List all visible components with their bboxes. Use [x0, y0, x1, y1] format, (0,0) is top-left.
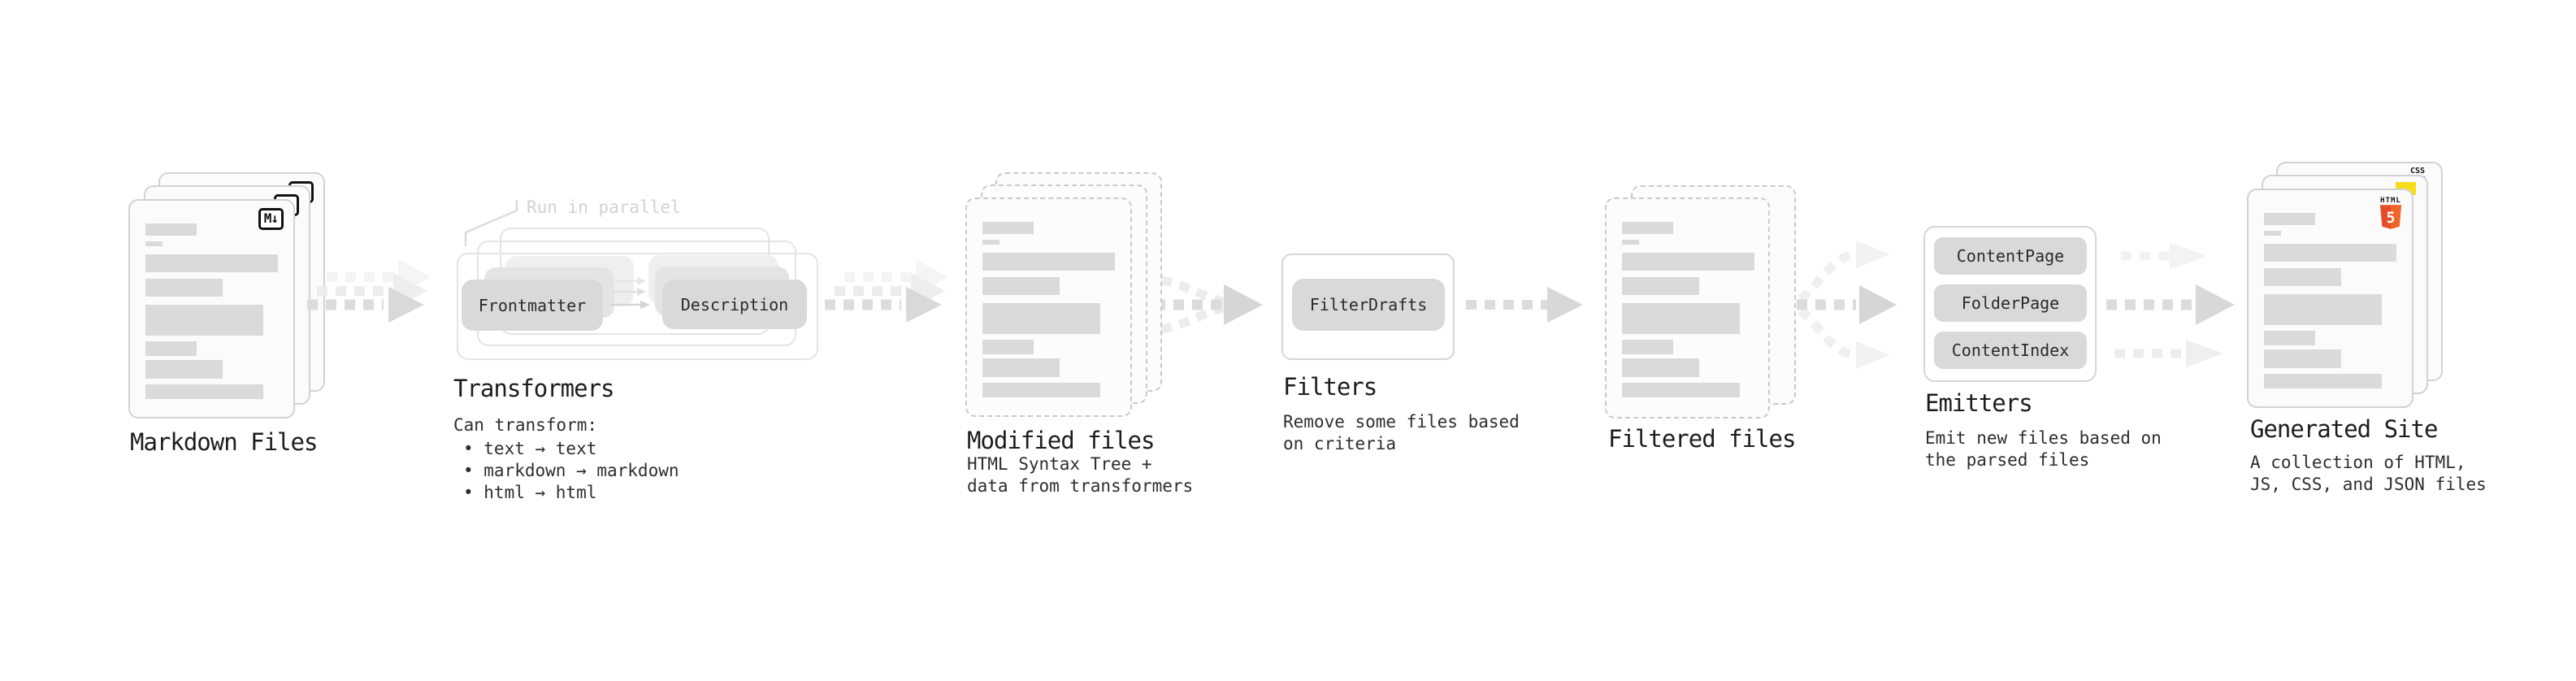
generated-site-description: JS, CSS, and JSON files: [2250, 475, 2487, 494]
skeleton-lines: [967, 199, 1130, 415]
transformers-description: Can transform:: [453, 415, 598, 435]
emitter-pill-contentindex: ContentIndex: [1934, 332, 2087, 369]
filtered-file-card-front: [1605, 197, 1770, 419]
emitters-label: Emitters: [1925, 389, 2033, 417]
markdown-files-label: Markdown Files: [130, 428, 318, 456]
filters-box: FilterDrafts: [1281, 254, 1455, 360]
markdown-badge-icon: M↓: [258, 208, 284, 230]
arrow-filtered-to-emitters: [1778, 241, 1897, 369]
modified-files-description: data from transformers: [967, 476, 1194, 496]
parallel-note: Run in parallel: [527, 197, 681, 217]
generated-site-label: Generated Site: [2250, 415, 2438, 443]
transformers-label: Transformers: [453, 375, 615, 402]
modified-files-description: HTML Syntax Tree +: [967, 454, 1152, 474]
arrow-emitters-to-generated: [2106, 242, 2235, 367]
transform-bullet: • html → html: [463, 483, 597, 502]
modified-files-label: Modified files: [967, 427, 1155, 454]
parallel-callout-line: [464, 200, 518, 246]
skeleton-lines: [1607, 199, 1768, 417]
modified-file-card-front: [965, 197, 1132, 417]
emitters-box: ContentPage FolderPage ContentIndex: [1923, 226, 2097, 382]
filterdrafts-pill: FilterDrafts: [1292, 279, 1445, 331]
filters-description: on criteria: [1283, 434, 1397, 453]
generated-site-description: A collection of HTML,: [2250, 453, 2466, 472]
emitter-pill-contentpage: ContentPage: [1934, 237, 2087, 275]
html5-shield-icon: 5: [2380, 205, 2401, 229]
filters-label: Filters: [1283, 373, 1377, 401]
transform-bullet: • text → text: [463, 439, 597, 458]
frontmatter-pill: Frontmatter: [462, 280, 603, 331]
description-pill: Description: [662, 280, 807, 329]
arrow-transformers-to-modified: [825, 259, 948, 323]
markdown-file-card-front: M↓: [128, 199, 295, 419]
arrow-modified-to-filters: [1136, 274, 1263, 336]
arrow-markdown-to-transformers: [307, 259, 431, 323]
filters-description: Remove some files based: [1283, 412, 1520, 432]
svg-text:5: 5: [2387, 210, 2396, 227]
arrow-filters-to-filtered: [1466, 287, 1583, 323]
emitters-description: the parsed files: [1925, 450, 2090, 470]
pill-flow-arrows-icon: [610, 277, 650, 309]
transformer-run-box-front: [457, 253, 818, 360]
skeleton-lines: [130, 201, 293, 417]
emitter-pill-folderpage: FolderPage: [1934, 284, 2087, 322]
emitters-description: Emit new files based on: [1925, 428, 2162, 448]
transform-bullet: • markdown → markdown: [463, 461, 679, 480]
html5-badge-icon: HTML 5: [2379, 197, 2403, 232]
filtered-files-label: Filtered files: [1608, 425, 1796, 453]
generated-file-card-html: HTML 5: [2247, 189, 2413, 408]
